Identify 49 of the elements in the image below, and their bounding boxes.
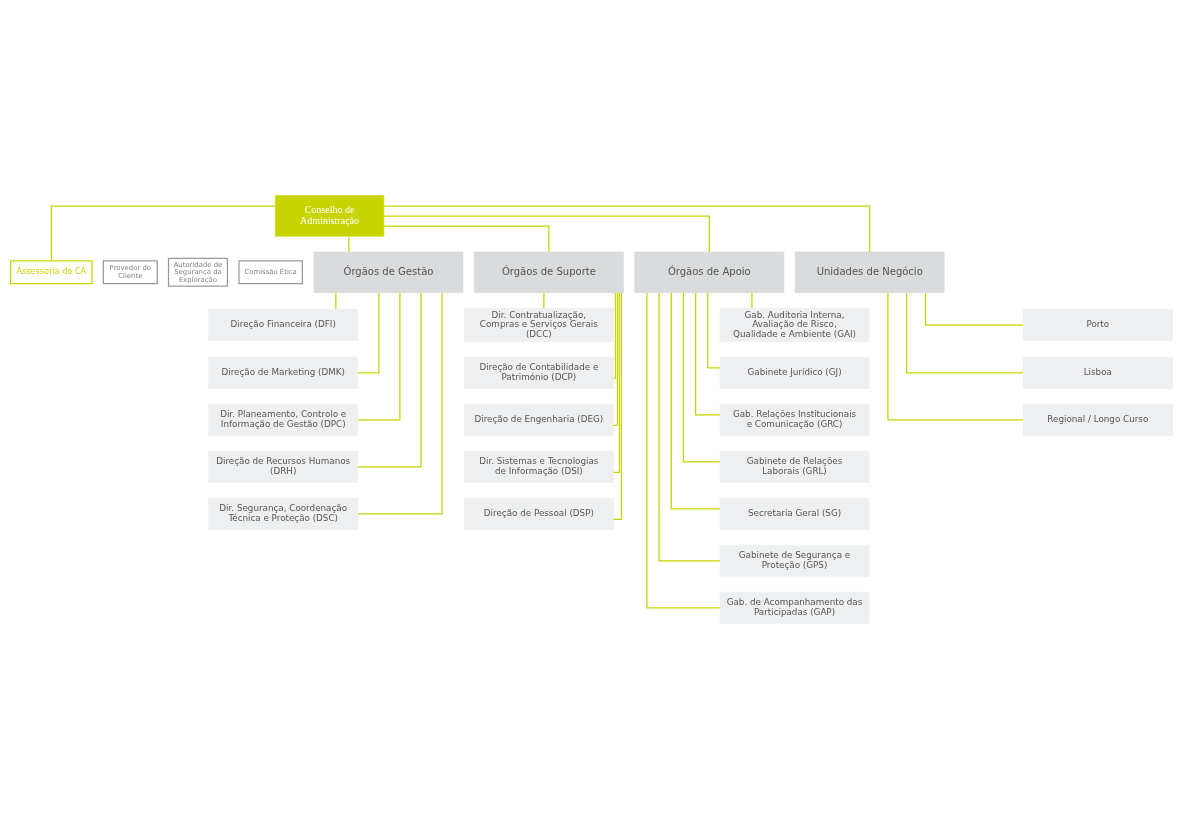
node-box: Direção de Pessoal (DSP) <box>463 497 614 530</box>
node-box: Gab. Relações Institucionais e Comunicação (GRC) <box>719 403 870 436</box>
connector <box>646 291 721 608</box>
node-box: Secretaria Geral (SG) <box>719 497 870 530</box>
node-box: Gabinete Jurídico (GJ) <box>719 356 870 389</box>
connector <box>887 291 1024 420</box>
connector <box>695 291 721 415</box>
connector <box>612 291 619 426</box>
node-box: Gabinete de Segurança e Proteção (GPS) <box>719 544 870 577</box>
node-box: Dir. Planeamento, Controlo e Informação de Gestão (DPC) <box>208 403 359 436</box>
connector <box>50 205 276 261</box>
connector <box>613 291 621 473</box>
node-box: Conselho de Administração <box>275 194 385 237</box>
connector <box>357 291 380 373</box>
connector <box>383 215 710 252</box>
connector <box>751 291 753 309</box>
node-box: Dir. Contratualização, Compras e Serviços Gerais (DCC) <box>463 307 614 342</box>
node-box: Porto <box>1022 308 1173 341</box>
connector <box>612 291 617 379</box>
node-box: Direção de Engenharia (DEG) <box>463 403 614 436</box>
connector <box>906 291 1024 373</box>
connector <box>383 205 871 253</box>
connector <box>682 291 721 462</box>
node-box: Órgãos de Gestão <box>313 251 464 293</box>
node-box: Dir. Segurança, Coordenação Técnica e Proteção (DSC) <box>208 497 359 530</box>
node-box: Direção de Recursos Humanos (DRH) <box>208 450 359 483</box>
connector <box>357 291 422 467</box>
node-box: Direção de Contabilidade e Património (DCP) <box>463 356 614 389</box>
node-box: Dir. Sistemas e Tecnologias de Informação (DSI) <box>463 450 614 483</box>
connector <box>707 291 721 368</box>
node-box: Direção Financeira (DFI) <box>208 308 359 341</box>
node-box: Direção de Marketing (DMK) <box>208 356 359 389</box>
node-box: Gab. de Acompanhamento das Participadas (GAP) <box>719 591 870 624</box>
connector <box>357 291 443 514</box>
node-box: Lisboa <box>1022 356 1173 389</box>
node-box: Órgãos de Apoio <box>634 251 785 293</box>
connector <box>612 291 623 520</box>
node-box: Órgãos de Suporte <box>474 251 624 293</box>
node-box: Regional / Longo Curso <box>1022 403 1173 436</box>
connector <box>924 291 1024 326</box>
node-box: Assessoria do CA <box>10 259 93 284</box>
connector <box>658 291 721 561</box>
connector <box>543 291 545 309</box>
connector <box>383 225 550 252</box>
node-box: Unidades de Negócio <box>794 251 945 293</box>
node-box: Gabinete de Relações Laborais (GRL) <box>719 450 870 483</box>
connector <box>357 291 401 420</box>
connector <box>670 291 721 509</box>
node-box: Gab. Auditoria Interna, Avaliação de Risco, Qualidade e Ambiente (GAI) <box>719 307 870 342</box>
